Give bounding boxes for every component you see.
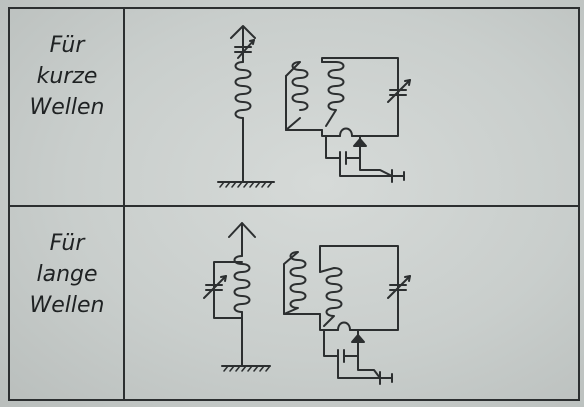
detector-icon	[353, 135, 367, 151]
secondary-coil-icon	[321, 61, 345, 127]
label-line: Für	[49, 33, 85, 58]
ground-icon	[221, 365, 271, 372]
table-frame	[8, 7, 580, 401]
label-line: lange	[36, 262, 98, 287]
antenna-variable-capacitor-icon	[234, 39, 255, 59]
secondary-coil-icon	[319, 267, 343, 327]
detector-icon	[351, 329, 365, 347]
antenna-icon	[228, 222, 256, 257]
output-terminal-icon	[379, 371, 393, 385]
antenna-coil-icon	[233, 255, 251, 313]
antenna-icon	[230, 25, 256, 63]
circuit-long-waves	[203, 222, 411, 385]
label-line: kurze	[36, 64, 98, 89]
label-line: Wellen	[29, 293, 105, 318]
output-terminal-icon	[391, 169, 405, 183]
label-line: Für	[49, 231, 85, 256]
coupling-coil-icon	[285, 61, 309, 131]
label-line: Wellen	[29, 95, 105, 120]
row-label-long-waves: Für lange Wellen	[14, 228, 120, 321]
ground-icon	[217, 181, 275, 188]
coupling-coil-icon	[283, 251, 307, 315]
column-divider	[123, 7, 125, 401]
circuit-short-waves	[217, 25, 411, 188]
antenna-coil-icon	[234, 61, 252, 119]
row-divider	[8, 205, 580, 207]
row-label-short-waves: Für kurze Wellen	[14, 30, 120, 123]
parallel-variable-capacitor-icon	[203, 275, 227, 299]
tuning-variable-capacitor-icon	[387, 275, 411, 299]
tuning-variable-capacitor-icon	[387, 79, 411, 103]
